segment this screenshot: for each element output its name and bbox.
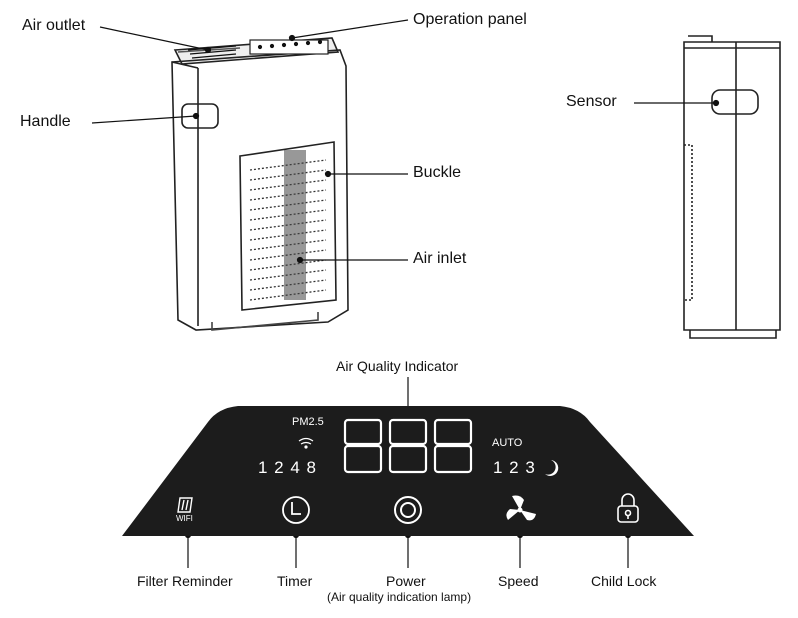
label-handle: Handle: [20, 113, 71, 130]
label-air-inlet: Air inlet: [413, 250, 467, 267]
power-icon[interactable]: [394, 496, 422, 524]
label-buckle: Buckle: [413, 164, 462, 181]
purifier-front-view: [171, 37, 349, 331]
label-operation-panel: Operation panel: [413, 11, 527, 28]
label-timer: Timer: [277, 573, 313, 589]
label-filter-reminder: Filter Reminder: [137, 573, 233, 589]
digit-3: [433, 418, 473, 474]
speed-values: 1 2 3: [493, 458, 536, 477]
pm25-label: PM2.5: [292, 416, 324, 428]
air-inlet-grille: [249, 159, 327, 301]
wifi-icon: [298, 437, 314, 449]
label-air-quality-indicator: Air Quality Indicator: [336, 358, 459, 374]
label-power-sub: (Air quality indication lamp): [327, 590, 472, 604]
wifi-badge: WIFI: [176, 514, 193, 523]
grille-shadow: [284, 150, 306, 300]
purifier-side-view: [683, 35, 781, 339]
digit-2: [388, 418, 428, 474]
label-power: Power: [386, 573, 426, 589]
digit-1: [343, 418, 383, 474]
label-speed: Speed: [498, 573, 539, 589]
label-air-outlet: Air outlet: [22, 17, 86, 34]
fan-icon[interactable]: [506, 495, 536, 521]
filter-icon[interactable]: [177, 497, 193, 513]
timer-icon[interactable]: [282, 496, 310, 524]
pm25-display: [343, 418, 473, 474]
timer-values: 1 2 4 8: [258, 458, 317, 477]
auto-label: AUTO: [492, 437, 523, 449]
label-child-lock: Child Lock: [591, 573, 657, 589]
moon-icon: [545, 460, 559, 476]
label-sensor: Sensor: [566, 93, 617, 110]
air-outlet-slats: [187, 39, 329, 59]
lock-icon[interactable]: [617, 493, 639, 523]
